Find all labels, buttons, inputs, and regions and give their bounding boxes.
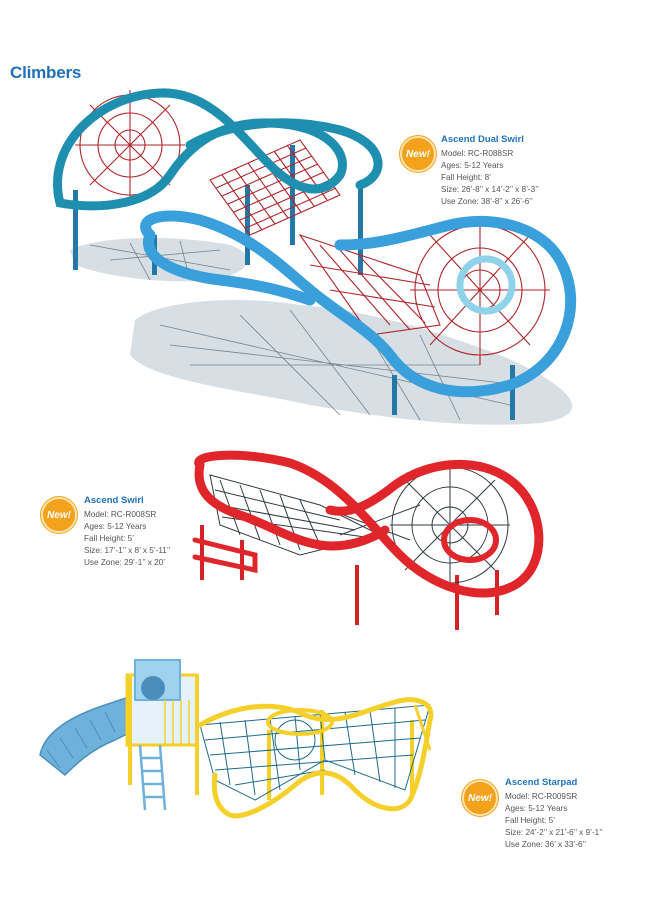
product-fall-height: Fall Height: 8’ <box>441 173 492 182</box>
product-size: Size: 24’-2’’ x 21’-6’’ x 9’-1’’ <box>505 828 603 837</box>
product-ages: Ages: 5-12 Years <box>84 522 147 531</box>
product-model: Model: RC-R088SR <box>441 149 514 158</box>
product-info-dual-swirl: Ascend Dual Swirl Model: RC-R088SR Ages:… <box>441 134 539 208</box>
product-use-zone: Use Zone: 29’-1’’ x 20’ <box>84 558 166 567</box>
product-name: Ascend Dual Swirl <box>441 134 524 145</box>
product-fall-height: Fall Height: 5’ <box>505 816 556 825</box>
product-use-zone: Use Zone: 36’ x 33’-6’’ <box>505 840 587 849</box>
product-fall-height: Fall Height: 5’ <box>84 534 135 543</box>
product-use-zone: Use Zone: 38’-8’’ x 26’-6’’ <box>441 197 533 206</box>
product-model: Model: RC-R009SR <box>505 792 578 801</box>
product-name: Ascend Swirl <box>84 495 144 506</box>
product-size: Size: 17’-1’’ x 8’ x 5’-11’’ <box>84 546 171 555</box>
product-size: Size: 26’-8’’ x 14’-2’’ x 8’-3’’ <box>441 185 539 194</box>
new-badge: New! <box>400 136 436 172</box>
product-model: Model: RC-R008SR <box>84 510 157 519</box>
new-badge: New! <box>41 497 77 533</box>
dual-swirl-image <box>53 88 577 425</box>
product-ages: Ages: 5-12 Years <box>441 161 504 170</box>
new-badge: New! <box>462 780 498 816</box>
product-name: Ascend Starpad <box>505 777 578 788</box>
product-info-swirl: Ascend Swirl Model: RC-R008SR Ages: 5-12… <box>84 495 170 569</box>
swirl-image <box>192 450 544 630</box>
product-info-starpad: Ascend Starpad Model: RC-R009SR Ages: 5-… <box>505 777 603 851</box>
product-ages: Ages: 5-12 Years <box>505 804 568 813</box>
starpad-image <box>39 659 434 819</box>
section-heading: Climbers <box>10 63 82 82</box>
